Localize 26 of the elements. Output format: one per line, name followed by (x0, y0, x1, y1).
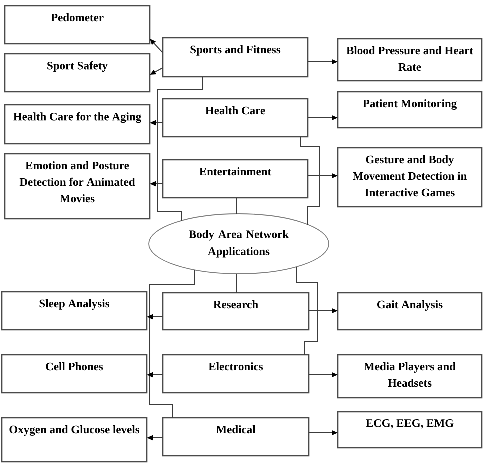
connector-line (300, 136, 320, 226)
category-box: Research (162, 292, 310, 331)
application-box: Cell Phones (1, 354, 148, 394)
connector-line (236, 198, 238, 214)
application-box: Emotion and Posture Detection for Animated Movies (4, 153, 151, 220)
application-box: Pedometer (4, 5, 151, 45)
application-box: Blood Pressure and Heart Rate (337, 38, 483, 82)
category-box: Health Care (162, 98, 309, 138)
application-box: ECG, EEG, EMG (337, 411, 483, 449)
application-box: Health Care for the Aging (4, 104, 151, 145)
arrow (150, 39, 164, 54)
application-box: Sleep Analysis (1, 291, 148, 331)
connector-line (158, 76, 204, 222)
category-box: Electronics (162, 354, 310, 394)
application-box: Patient Monitoring (337, 91, 483, 129)
connector-line (296, 266, 318, 356)
application-box: Gait Analysis (337, 292, 483, 331)
connector-line (150, 270, 196, 418)
category-box: Medical (162, 417, 310, 457)
category-box: Sports and Fitness (162, 37, 309, 78)
category-box: Entertainment (162, 159, 309, 199)
application-box: Media Players and Headsets (337, 354, 483, 399)
application-box: Oxygen and Glucose levels (1, 417, 148, 463)
application-box: Sport Safety (4, 53, 151, 93)
connector-line (236, 274, 238, 294)
application-box: Gesture and Body Movement Detection in Interactive Games (337, 147, 483, 208)
